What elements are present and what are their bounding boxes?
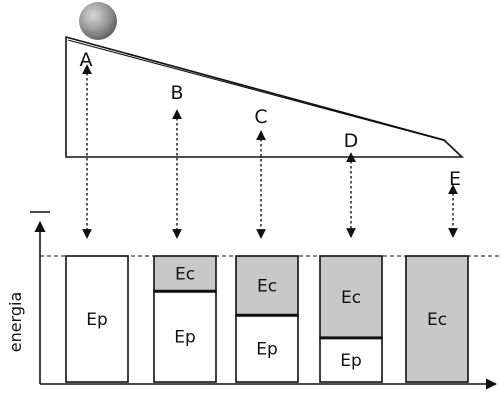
ball bbox=[79, 2, 117, 40]
ep-segment-b bbox=[153, 290, 217, 383]
ec-label-b: Ec bbox=[175, 265, 195, 285]
ramp-surface-edge bbox=[67, 39, 447, 142]
ramp-body bbox=[65, 35, 465, 158]
point-label-e: E bbox=[449, 168, 461, 190]
ep-label-b: Ep bbox=[174, 328, 196, 348]
ep-segment-a bbox=[65, 255, 129, 383]
height-arrows bbox=[82, 64, 458, 239]
ec-label-d: Ec bbox=[341, 288, 361, 308]
point-label-a: A bbox=[80, 49, 93, 71]
inclined-plane bbox=[65, 35, 465, 158]
ec-label-e: Ec bbox=[427, 310, 447, 330]
point-label-b: B bbox=[170, 82, 183, 104]
point-label-d: D bbox=[344, 130, 359, 152]
ep-label-d: Ep bbox=[340, 351, 362, 371]
point-label-c: C bbox=[254, 106, 267, 128]
ec-segment-b bbox=[153, 255, 217, 293]
ec-label-c: Ec bbox=[257, 277, 277, 297]
ep-label-a: Ep bbox=[86, 310, 108, 330]
ec-segment-e bbox=[405, 255, 469, 383]
ep-segment-d bbox=[319, 337, 383, 383]
axes: energia bbox=[6, 211, 500, 390]
ep-label-c: Ep bbox=[256, 340, 278, 360]
ec-segment-d bbox=[319, 255, 383, 339]
ep-segment-c bbox=[235, 314, 299, 383]
y-axis-label: energia bbox=[6, 292, 25, 353]
